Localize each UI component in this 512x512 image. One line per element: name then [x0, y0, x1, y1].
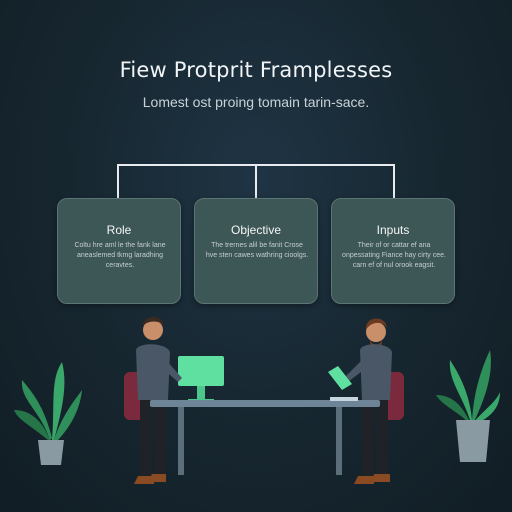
card-inputs-text: Their of or cattar ef ana onpessating Fi…	[342, 242, 446, 269]
page-subtitle: Lomest ost proing tomain tarin-sace.	[142, 94, 370, 110]
page-title: Fiew Protprit Framplesses	[119, 58, 393, 82]
card-inputs: Inputs Their of or cattar ef ana onpessa…	[331, 198, 455, 304]
card-role-title: Role	[106, 223, 132, 237]
card-role: Role Coltu hre aml le the fank lane anea…	[57, 198, 181, 304]
plant-right-icon	[436, 350, 500, 462]
desk	[150, 400, 380, 475]
paper-on-desk	[330, 397, 358, 401]
monitor-icon	[178, 356, 224, 402]
card-objective-text: The trernes alil be fanit Crose hve sten…	[205, 242, 309, 259]
card-inputs-title: Inputs	[376, 223, 410, 237]
person-right	[344, 318, 392, 484]
person-left	[134, 317, 182, 484]
card-objective: Objective The trernes alil be fanit Cros…	[194, 198, 318, 304]
card-objective-title: Objective	[230, 223, 282, 237]
plant-left-icon	[14, 362, 82, 465]
card-role-text: Coltu hre aml le the fank lane aneasleme…	[74, 242, 166, 269]
tablet-icon	[328, 366, 352, 390]
